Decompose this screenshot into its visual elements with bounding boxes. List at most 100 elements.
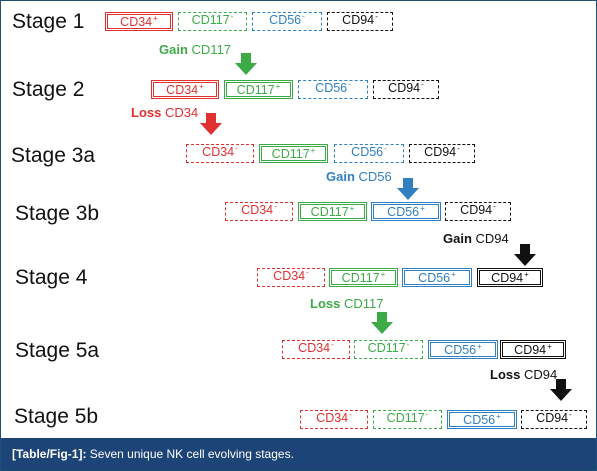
marker-box-cd34: CD34- xyxy=(282,340,350,359)
marker-box-cd94: CD94- xyxy=(327,12,393,31)
marker-box-cd56: CD56- xyxy=(334,144,404,163)
marker-box-cd34: CD34- xyxy=(186,144,254,163)
marker-box-cd56: CD56+ xyxy=(447,410,517,429)
marker-sign: + xyxy=(496,411,501,421)
marker-name: CD34 xyxy=(298,341,331,355)
transition-marker: CD94 xyxy=(523,367,558,382)
marker-box-cd117: CD117- xyxy=(373,410,442,429)
marker-sign: - xyxy=(235,143,238,153)
marker-box-cd117: CD117+ xyxy=(329,268,398,287)
caption-text: Seven unique NK cell evolving stages. xyxy=(89,447,294,461)
marker-sign: - xyxy=(406,339,410,349)
marker-box-cd94: CD94+ xyxy=(477,268,543,287)
marker-sign: - xyxy=(348,79,351,89)
marker-box-cd34: CD34+ xyxy=(151,80,219,99)
marker-sign: + xyxy=(199,81,204,91)
marker-sign: - xyxy=(384,143,387,153)
transition-marker: CD94 xyxy=(475,231,509,246)
marker-box-cd56: CD56+ xyxy=(371,202,441,221)
marker-box-cd94: CD94- xyxy=(521,410,587,429)
marker-box-cd34: CD34- xyxy=(225,202,293,221)
marker-sign: - xyxy=(493,201,496,211)
marker-sign: - xyxy=(375,11,378,21)
marker-name: CD34 xyxy=(273,269,306,283)
marker-name: CD117 xyxy=(271,147,310,161)
marker-sign: - xyxy=(425,409,429,419)
marker-name: CD56 xyxy=(315,81,348,95)
marker-name: CD56 xyxy=(418,271,451,285)
transition-verb: Gain xyxy=(443,231,472,246)
marker-name: CD56 xyxy=(463,413,496,427)
marker-box-cd94: CD94- xyxy=(445,202,511,221)
marker-sign: - xyxy=(457,143,460,153)
transition-marker: CD56 xyxy=(358,169,392,184)
marker-box-cd56: CD56+ xyxy=(402,268,472,287)
marker-sign: - xyxy=(569,409,572,419)
marker-sign: + xyxy=(547,341,552,351)
transition-label: Loss CD94 xyxy=(490,367,557,382)
marker-sign: - xyxy=(421,79,424,89)
marker-name: CD56 xyxy=(387,205,420,219)
marker-box-cd117: CD117+ xyxy=(224,80,293,99)
marker-sign: + xyxy=(524,269,529,279)
marker-name: CD34 xyxy=(166,83,199,97)
marker-sign: - xyxy=(302,11,305,21)
transition-marker: CD34 xyxy=(164,105,199,120)
transition-label: Gain CD56 xyxy=(326,169,392,184)
transition-label: Loss CD34 xyxy=(131,105,198,120)
marker-name: CD94 xyxy=(514,343,547,357)
stage-label: Stage 3a xyxy=(11,144,96,167)
marker-sign: + xyxy=(451,269,456,279)
transition-marker: CD117 xyxy=(191,42,232,57)
marker-name: CD56 xyxy=(351,145,384,159)
marker-name: CD34 xyxy=(316,411,349,425)
stage-label: Stage 5a xyxy=(15,339,100,362)
marker-sign: - xyxy=(230,11,234,21)
marker-box-cd117: CD117+ xyxy=(298,202,367,221)
marker-name: CD34 xyxy=(202,145,235,159)
marker-name: CD94 xyxy=(388,81,421,95)
marker-box-cd56: CD56+ xyxy=(428,340,498,359)
transition-verb: Loss xyxy=(490,367,521,382)
marker-box-cd117: CD117+ xyxy=(259,144,328,163)
down-arrow-icon xyxy=(200,113,222,135)
transition-verb: Gain xyxy=(159,42,188,57)
marker-box-cd117: CD117- xyxy=(354,340,423,359)
marker-sign: - xyxy=(306,267,309,277)
marker-box-cd117: CD117- xyxy=(178,12,247,31)
transition-label: Gain CD117 xyxy=(159,42,231,57)
marker-box-cd34: CD34+ xyxy=(105,12,173,31)
transition-marker: CD117 xyxy=(343,296,384,311)
marker-name: CD94 xyxy=(424,145,457,159)
marker-name: CD117 xyxy=(341,271,380,285)
marker-sign: - xyxy=(274,201,277,211)
down-arrow-icon xyxy=(235,53,257,75)
marker-name: CD56 xyxy=(444,343,477,357)
stage-label: Stage 2 xyxy=(12,78,85,101)
marker-name: CD117 xyxy=(310,205,349,219)
down-arrow-icon xyxy=(550,379,572,401)
transition-label: Gain CD94 xyxy=(443,231,509,246)
stage-label: Stage 3b xyxy=(15,202,100,225)
stage-label: Stage 5b xyxy=(14,405,99,428)
marker-sign: + xyxy=(380,269,386,279)
marker-name: CD117 xyxy=(191,13,230,27)
marker-sign: + xyxy=(477,341,482,351)
figure-caption: [Table/Fig-1]: Seven unique NK cell evol… xyxy=(1,438,596,470)
marker-sign: + xyxy=(310,145,316,155)
stage-label: Stage 1 xyxy=(12,10,85,33)
marker-box-cd94: CD94+ xyxy=(500,340,566,359)
down-arrow-icon xyxy=(397,178,419,200)
stage-label: Stage 4 xyxy=(15,266,88,289)
marker-sign: + xyxy=(275,81,281,91)
marker-box-cd94: CD94- xyxy=(373,80,439,99)
marker-name: CD117 xyxy=(236,83,275,97)
marker-name: CD94 xyxy=(536,411,569,425)
transition-verb: Loss xyxy=(131,105,162,120)
marker-name: CD94 xyxy=(342,13,375,27)
marker-box-cd34: CD34- xyxy=(257,268,325,287)
down-arrow-icon xyxy=(371,312,393,334)
marker-box-cd34: CD34- xyxy=(300,410,368,429)
marker-sign: + xyxy=(153,13,158,23)
marker-box-cd56: CD56- xyxy=(298,80,368,99)
